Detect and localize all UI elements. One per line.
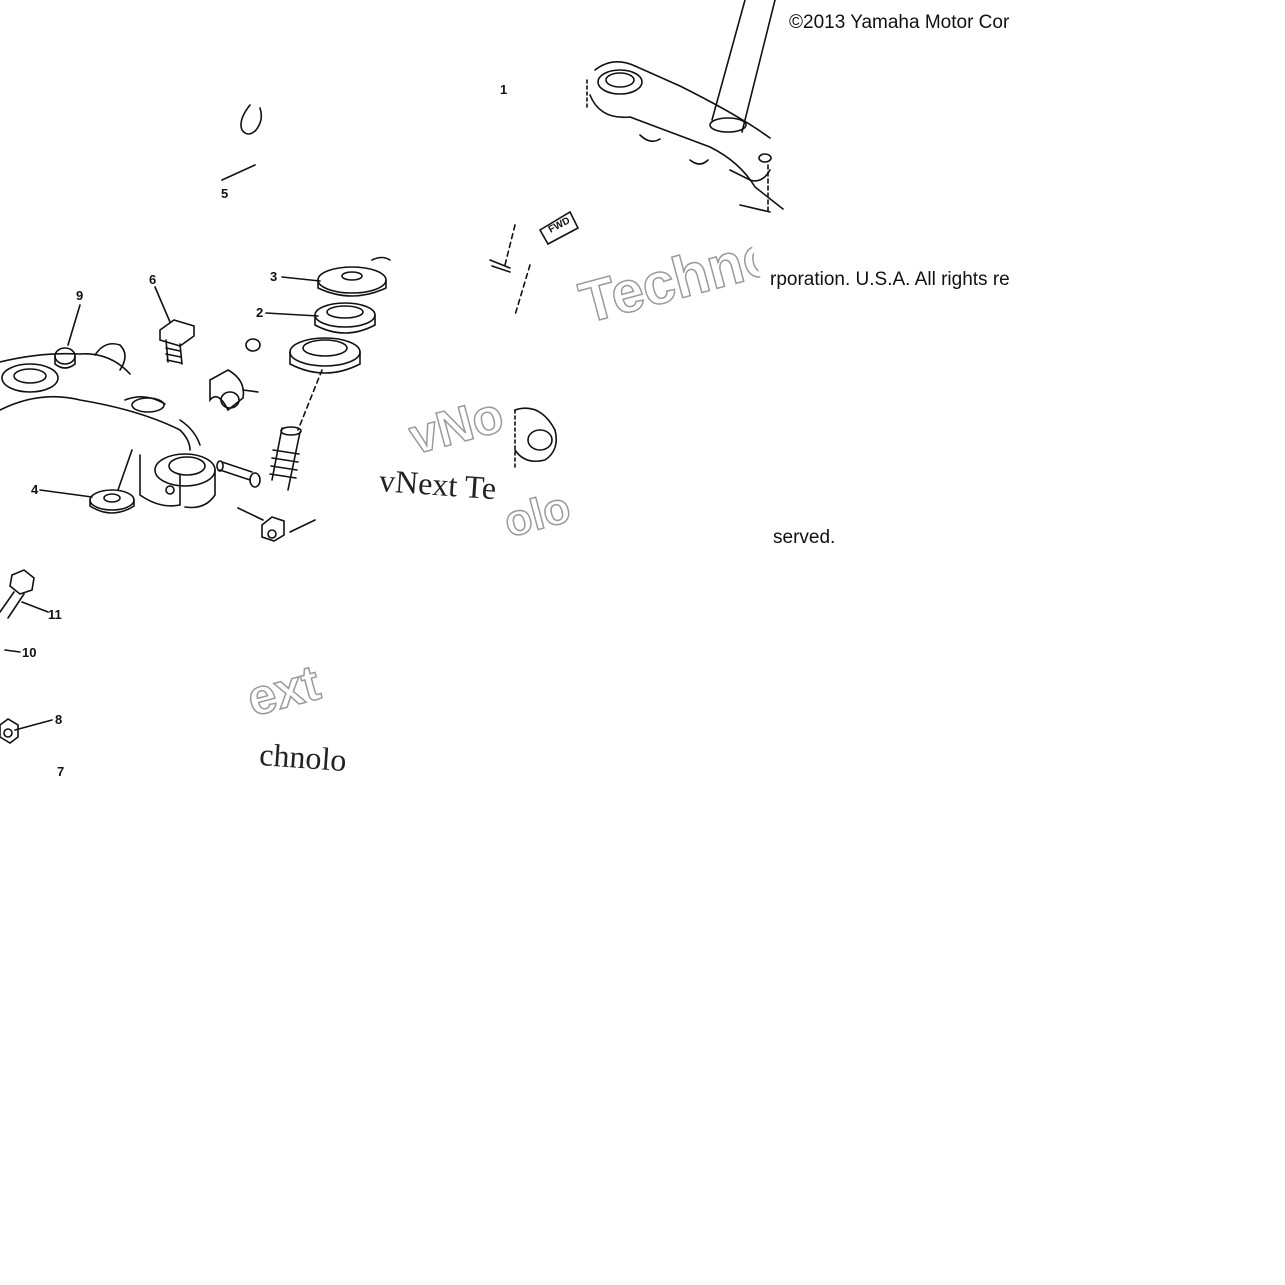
- steering-stem: [269, 369, 323, 491]
- copyright-line-3: served.: [773, 527, 836, 548]
- upper-bracket-assembly: [586, 0, 784, 213]
- callout-8: 8: [55, 712, 63, 727]
- callout-9: 9: [76, 288, 84, 303]
- nut-8: [0, 718, 19, 744]
- callout-3: 3: [270, 269, 278, 284]
- washer-3: [317, 266, 387, 297]
- pinch-bolt: [216, 460, 261, 488]
- lower-bracket: [0, 342, 216, 509]
- bolt-6: [159, 319, 195, 365]
- callout-11: 11: [48, 607, 62, 622]
- callout-7: 7: [57, 764, 65, 779]
- copyright-line-1: ©2013 Yamaha Motor Cor: [789, 12, 1010, 33]
- callout-2: 2: [256, 305, 264, 320]
- washer-4: [89, 489, 135, 514]
- bearing-2: [314, 302, 376, 334]
- fwd-arrow: [538, 210, 580, 246]
- callout-1: 1: [500, 82, 508, 97]
- copyright-line-2: rporation. U.S.A. All rights re: [770, 269, 1010, 290]
- watermark-chnolo: chnolo: [258, 736, 348, 779]
- callout-10: 10: [22, 645, 37, 660]
- callout-4: 4: [31, 482, 39, 497]
- nut-9: [54, 347, 76, 369]
- bolt-11: [0, 569, 35, 619]
- callout-5: 5: [221, 186, 229, 201]
- callout-6: 6: [149, 272, 157, 287]
- clamp: [209, 369, 259, 412]
- bolt-7: [237, 507, 285, 542]
- lower-bracket-fragment: [514, 407, 558, 471]
- bearing-1: [289, 337, 361, 374]
